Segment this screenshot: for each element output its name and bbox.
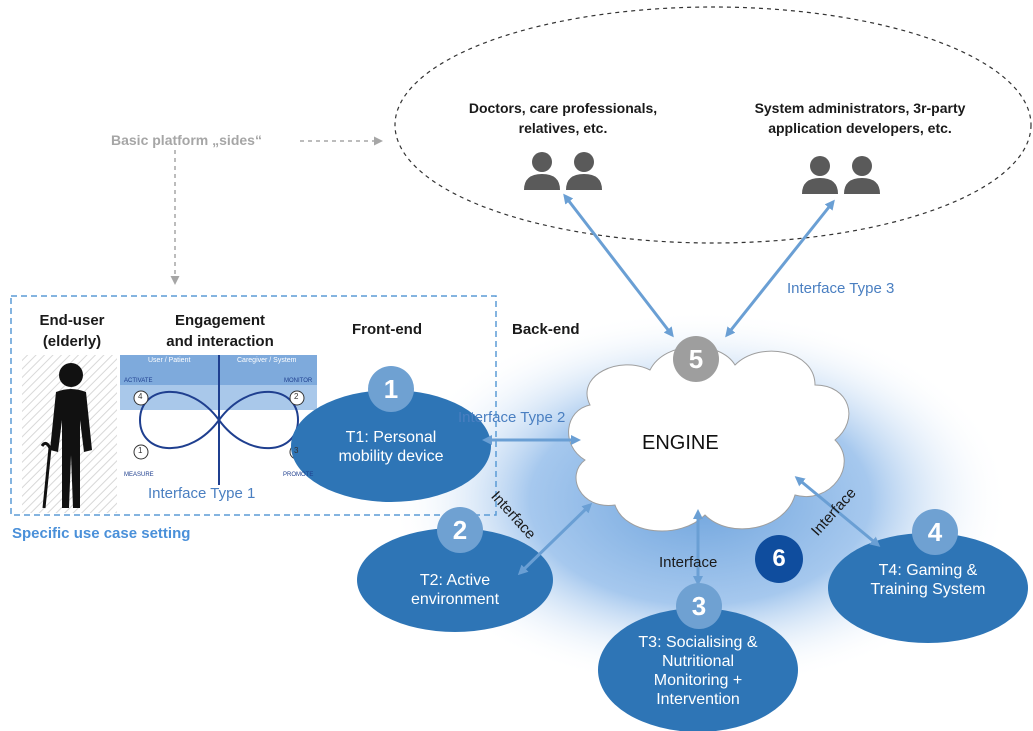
platform-sides-label: Basic platform „sides“: [111, 132, 262, 148]
node-ellipse-t1: [291, 390, 491, 502]
cloud-badge-6: 6: [755, 535, 803, 583]
interface-type3-label: Interface Type 3: [787, 280, 895, 297]
loop-step-4: 4: [138, 392, 143, 401]
engagement-label: Engagement and interaction: [166, 312, 274, 350]
node-4-badge: 4: [912, 509, 958, 555]
use-case-setting-label: Specific use case setting: [12, 525, 191, 542]
node-ellipse-t2: [357, 528, 553, 632]
node-3-badge: 3: [676, 583, 722, 629]
node-2-badge: 2: [437, 507, 483, 553]
loop-activate: ACTIVATE: [124, 378, 153, 384]
back-end-label: Back-end: [512, 321, 580, 338]
end-user-label: End-user (elderly): [39, 312, 105, 350]
loop-left-header: User / Patient: [148, 357, 191, 364]
node-ellipse-t3: [598, 608, 798, 731]
use-case-box: [10, 295, 497, 516]
elderly-person-icon: [22, 355, 117, 513]
loop-promote: PROMOTE: [283, 472, 314, 478]
interface-t3-label: Interface: [659, 554, 718, 571]
admins-group-label: System administrators, 3r-party applicat…: [754, 100, 966, 136]
loop-step-2: 2: [294, 392, 299, 401]
engagement-loop-graphic: [120, 355, 317, 485]
node-ellipse-t4: [828, 533, 1028, 643]
loop-right-header: Caregiver / System: [237, 357, 297, 364]
front-end-label: Front-end: [352, 321, 422, 338]
interface-type1-label: Interface Type 1: [148, 485, 256, 502]
node-1-badge: 1: [368, 366, 414, 412]
loop-monitor: MONITOR: [284, 378, 313, 384]
node-4-label: T4: Gaming & Training System: [870, 562, 986, 598]
engine-badge: 5: [673, 336, 719, 382]
node-2-label: T2: Active environment: [410, 572, 500, 608]
engine-label: ENGINE: [642, 432, 719, 454]
arrow-t2-engine: [517, 502, 593, 576]
admins-person-icon: [802, 156, 880, 194]
doctors-group-label: Doctors, care professionals, relatives, …: [468, 100, 658, 136]
arrow-t4-engine: [794, 476, 881, 547]
arrow-admins-engine: [725, 199, 835, 338]
loop-step-3: 3: [294, 446, 299, 455]
node-1-label: T1: Personal mobility device: [338, 429, 444, 465]
stakeholders-ellipse: [394, 6, 1032, 244]
loop-measure: MEASURE: [124, 472, 154, 478]
loop-step-1: 1: [138, 446, 143, 455]
node-3-label: T3: Socialising & Nutritional Monitoring…: [638, 634, 758, 708]
interface-type2-label: Interface Type 2: [458, 409, 566, 426]
doctors-person-icon: [524, 152, 602, 190]
arrow-doctors-engine: [563, 193, 674, 338]
